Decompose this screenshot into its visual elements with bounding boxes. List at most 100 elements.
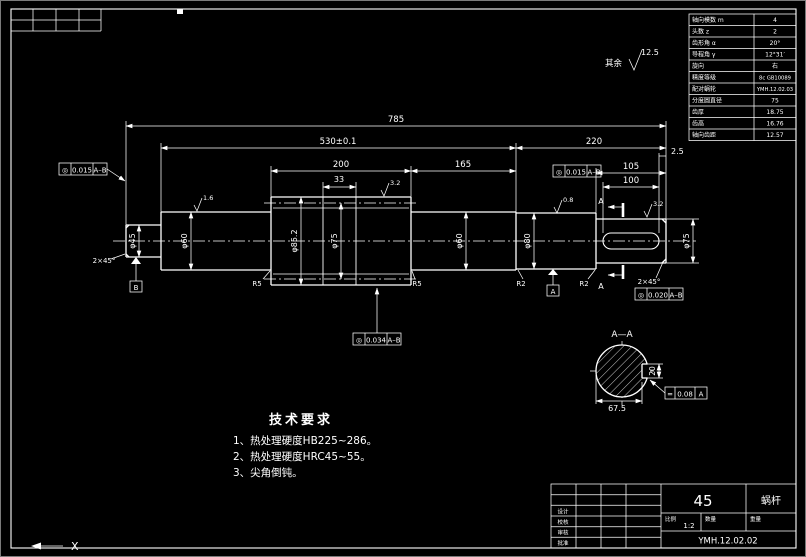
dim-keyway-length: 100 <box>623 176 639 186</box>
tolerance-symbol: ◎ <box>356 337 362 345</box>
scale-value: 1:2 <box>683 522 694 530</box>
tolerance-value: 0.08 <box>677 391 693 399</box>
part-name: 蜗杆 <box>761 495 781 507</box>
revision-table <box>11 9 102 32</box>
tolerance-frame: ◎ 0.015 A–B <box>58 162 126 182</box>
roughness-value: 3.2 <box>653 200 663 208</box>
roughness-icon <box>380 182 390 197</box>
table-row-value: 2 <box>773 29 777 36</box>
sign-label: 设计 <box>557 508 569 516</box>
table-row-value: 右 <box>772 62 778 70</box>
arrow-left-icon <box>31 542 41 550</box>
weight-label: 重量 <box>750 515 762 523</box>
roughness-note-prefix: 其余 <box>605 58 623 69</box>
dim-diameter-4: φ60 <box>455 233 464 248</box>
table-row-value: 12.57 <box>766 132 783 139</box>
dim-diameter-5: φ80 <box>523 233 532 248</box>
table-row-value: 75 <box>771 98 779 105</box>
tech-req-item: 3、尖角倒钝。 <box>233 466 303 479</box>
tolerance-symbol: ◎ <box>62 167 68 175</box>
table-row-label: 轴向模数 m <box>692 16 724 24</box>
dim-tail-length: 220 <box>586 137 602 147</box>
roughness-value: 0.8 <box>563 196 573 204</box>
datum-label: A <box>551 288 556 296</box>
tolerance-value: 0.020 <box>648 292 668 300</box>
tech-req-item: 1、热处理硬度HB225~286。 <box>233 434 377 447</box>
section-caption: A—A <box>611 330 633 340</box>
roughness-marks: 1.6 3.2 0.8 3.2 <box>193 179 663 218</box>
dim-105: 105 <box>623 162 639 172</box>
table-row-value: 16.76 <box>766 121 783 128</box>
table-row-label: 导程角 γ <box>692 51 716 59</box>
dimensions: 785 530±0.1 220 200 165 105 100 33 2.5 φ… <box>93 115 699 288</box>
table-row-value: 18.75 <box>766 109 783 116</box>
fillet-r5-left: R5 <box>252 280 261 288</box>
table-row-value: 8c GB10089 <box>759 76 791 82</box>
table-row-label: 齿形角 α <box>692 39 716 47</box>
fillet-r5-right: R5 <box>412 280 421 288</box>
tolerance-datum: A–B <box>93 167 106 175</box>
section-circle <box>595 344 649 398</box>
tolerance-symbol: ◎ <box>638 292 644 300</box>
table-row-label: 齿厚 <box>692 108 704 116</box>
roughness-icon <box>628 49 643 71</box>
section-mark-bottom: A <box>598 282 604 291</box>
dim-worm-outer-diameter: φ85.2 <box>290 229 299 252</box>
dim-end-offset: 2.5 <box>671 147 684 156</box>
technical-requirements: 技术要求 1、热处理硬度HB225~286。 2、热处理硬度HRC45~55。 … <box>233 412 377 479</box>
tolerance-frame: ◎ 0.020 A–B <box>634 287 684 301</box>
roughness-note-value: 12.5 <box>641 48 659 57</box>
section-mark-top: A <box>598 197 604 206</box>
datum-a: A <box>546 269 560 297</box>
sign-label: 审核 <box>557 529 569 537</box>
geometric-tolerances: ◎ 0.015 A–B ◎ 0.015 A–B ◎ 0.034 A–B <box>58 162 684 346</box>
tolerance-datum: A–B <box>587 169 600 177</box>
view-direction-mark: X <box>31 540 79 553</box>
dim-diameter-2: φ60 <box>180 233 189 248</box>
dim-diameter-6: φ75 <box>682 233 691 248</box>
quantity-label: 数量 <box>705 515 717 523</box>
dim-worm-pitch-diameter: φ75 <box>330 233 339 248</box>
dim-overall-length: 785 <box>388 115 404 125</box>
tolerance-value: 0.015 <box>72 167 92 175</box>
shaft-outline <box>125 196 667 286</box>
dim-flat-depth: 67.5 <box>608 404 626 413</box>
dim-axial-pitch: 33 <box>334 175 344 184</box>
material-label: 45 <box>693 492 712 510</box>
table-row-label: 头数 z <box>692 28 709 36</box>
drawing-number: YMH.12.02.02 <box>697 537 757 547</box>
roughness-icon <box>643 203 653 218</box>
tech-req-item: 2、热处理硬度HRC45~55。 <box>233 450 371 463</box>
worm-parameter-table: 轴向模数 m 头数 z 齿形角 α 导程角 γ 旋向 精度等级 配对蜗轮 分度圆… <box>688 13 797 141</box>
table-row-value: 4 <box>773 17 777 24</box>
tolerance-datum: A–B <box>669 292 682 300</box>
datum-b: B <box>129 257 143 293</box>
datum-flags: B A <box>129 257 560 297</box>
roughness-value: 1.6 <box>203 194 213 202</box>
chamfer-right-label: 2×45° <box>638 278 661 286</box>
table-row-value: 20° <box>770 40 781 47</box>
edge-center-mark <box>177 9 183 14</box>
section-cut-marks: A A <box>598 197 625 291</box>
title-block: 45 蜗杆 比例 1:2 数量 重量 YMH.12.02.02 设计 校核 审核… <box>550 483 797 549</box>
chamfer-left-label: 2×45° <box>93 257 116 265</box>
dim-worm-length: 200 <box>333 160 349 170</box>
tolerance-frame: = 0.08 A <box>649 379 708 400</box>
roughness-value: 3.2 <box>390 179 400 187</box>
tolerance-value: 0.015 <box>566 169 586 177</box>
dim-mid-length: 530±0.1 <box>320 137 357 147</box>
table-row-label: 轴向齿距 <box>692 131 716 139</box>
table-row-label: 精度等级 <box>692 74 716 82</box>
tolerance-datum: A–B <box>387 337 400 345</box>
tolerance-value: 0.034 <box>366 337 387 345</box>
scale-label: 比例 <box>665 515 677 523</box>
view-mark-label: X <box>71 540 79 553</box>
dim-keyway-width: 20 <box>648 366 657 376</box>
table-row-value: YMH.12.02.03 <box>756 87 793 93</box>
tolerance-frame: ◎ 0.034 A–B <box>352 287 402 346</box>
dim-165: 165 <box>455 160 471 170</box>
table-row-label: 分度圆直径 <box>692 97 722 105</box>
section-view-a-a: A—A 67.5 20 = 0.08 A <box>590 330 708 413</box>
